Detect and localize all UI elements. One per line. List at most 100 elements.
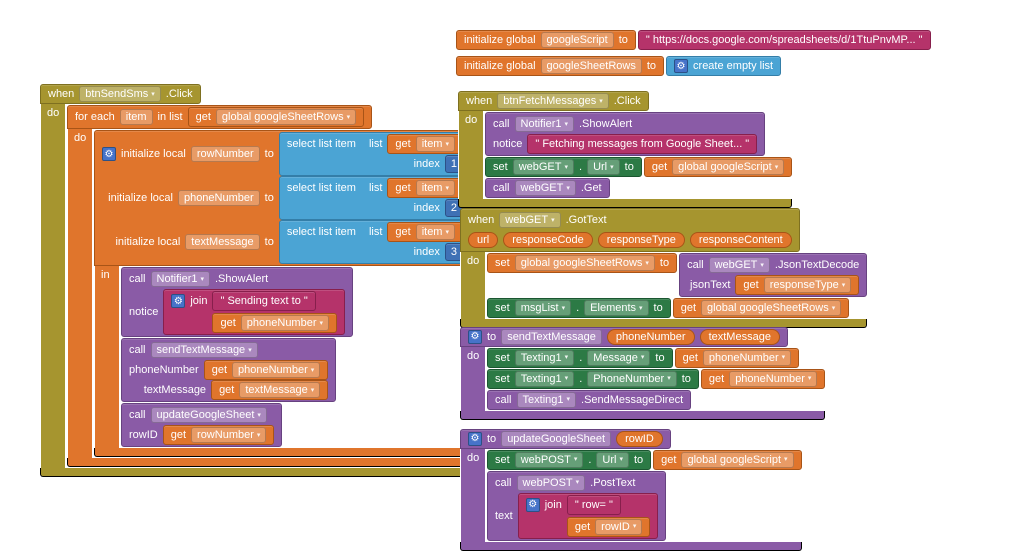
event-param-pill[interactable]: responseCode	[503, 232, 593, 248]
string-value[interactable]: " Sending text to "	[220, 295, 308, 307]
event-component-dropdown[interactable]: webGET ▾	[499, 212, 561, 228]
call-sendmessagedirect-block[interactable]: call Texting1 ▾ .SendMessageDirect	[487, 389, 692, 410]
var-dropdown[interactable]: rowID ▾	[595, 518, 643, 535]
proc-param-pill[interactable]: textMessage	[699, 328, 780, 345]
select-list-item-block-3[interactable]: select list item list get item ▾	[278, 220, 471, 264]
set-webpost-url-block[interactable]: set webPOST ▾ . Url ▾ to	[487, 449, 652, 470]
property-dropdown[interactable]: Url ▾	[587, 159, 620, 175]
when-btnsendsms-block[interactable]: when btnSendSms ▾ .Click do for each ite…	[40, 84, 479, 477]
var-dropdown[interactable]: responseType ▾	[763, 277, 852, 293]
proc-updategooglesheet-header[interactable]: ⚙ to updateGoogleSheet rowID	[460, 428, 671, 449]
global-script-name-field[interactable]: googleScript	[540, 32, 614, 48]
var-dropdown[interactable]: item ▾	[415, 180, 455, 196]
mutator-gear-icon[interactable]: ⚙	[525, 497, 540, 512]
event-component-dropdown[interactable]: btnSendSms ▾	[79, 86, 161, 102]
init-local-block[interactable]: ⚙ initialize local rowNumber to select l…	[94, 130, 479, 457]
var-dropdown[interactable]: global googleSheetRows ▾	[701, 300, 842, 316]
get-phonenumber-block[interactable]: get phoneNumber ▾	[203, 360, 329, 380]
component-dropdown[interactable]: Texting1 ▾	[514, 370, 575, 387]
var-dropdown[interactable]: phoneNumber ▾	[702, 349, 792, 366]
get-item-block[interactable]: get item ▾	[387, 222, 463, 242]
fetching-string-block[interactable]: " Fetching messages from Google Sheet...…	[527, 134, 758, 154]
var-dropdown[interactable]: rowNumber ▾	[191, 427, 267, 443]
init-global-googlesheetrows-block[interactable]: initialize global googleSheetRows to	[456, 56, 665, 76]
when-btnfetchmessages-header[interactable]: when btnFetchMessages ▾ .Click	[458, 91, 649, 111]
get-googlescript-block[interactable]: get global googleScript ▾	[653, 449, 802, 470]
mutator-gear-icon[interactable]: ⚙	[468, 329, 482, 344]
mutator-gear-icon[interactable]: ⚙	[102, 147, 116, 161]
when-webget-gottext-block[interactable]: when webGET ▾ .GotText url responseCode …	[460, 208, 868, 328]
when-webget-gottext-header[interactable]: when webGET ▾ .GotText url responseCode …	[460, 208, 800, 252]
var-dropdown[interactable]: item ▾	[415, 224, 455, 240]
var-dropdown[interactable]: phoneNumber ▾	[232, 362, 321, 378]
local-var-field[interactable]: textMessage	[185, 234, 260, 250]
join-block[interactable]: ⚙ join " Sending text to "	[163, 289, 346, 335]
call-posttext-block[interactable]: call webPOST ▾ .PostText text ⚙ join	[487, 470, 667, 541]
set-msglist-elements-block[interactable]: set msgList ▾ . Elements ▾ to	[487, 298, 671, 318]
get-phonenumber-block[interactable]: get phoneNumber ▾	[700, 368, 826, 389]
proc-param-pill[interactable]: phoneNumber	[606, 328, 695, 345]
call-showalert-block[interactable]: call Notifier1 ▾ .ShowAlert	[121, 267, 354, 337]
get-item-block[interactable]: get item ▾	[387, 134, 463, 154]
property-dropdown[interactable]: PhoneNumber ▾	[587, 370, 677, 387]
var-dropdown[interactable]: phoneNumber ▾	[240, 315, 330, 331]
component-dropdown[interactable]: msgList ▾	[514, 300, 572, 316]
set-texting-phonenumber-block[interactable]: set Texting1 ▾ . PhoneNumber ▾ to	[487, 368, 699, 389]
component-dropdown[interactable]: Notifier1 ▾	[514, 116, 574, 132]
var-dropdown[interactable]: phoneNumber ▾	[729, 370, 818, 387]
component-dropdown[interactable]: Notifier1 ▾	[150, 271, 210, 287]
procedure-name-field[interactable]: sendTextMessage	[501, 328, 602, 345]
for-each-block[interactable]: for each item in list get global googleS…	[67, 105, 479, 467]
when-btnfetchmessages-block[interactable]: when btnFetchMessages ▾ .Click do call N…	[458, 91, 793, 208]
component-dropdown[interactable]: webPOST ▾	[514, 451, 584, 468]
number-value[interactable]: 3	[450, 246, 457, 258]
component-dropdown[interactable]: webGET ▾	[708, 257, 770, 273]
var-dropdown[interactable]: textMessage ▾	[239, 382, 321, 398]
event-param-pill[interactable]: responseType	[597, 232, 685, 248]
get-item-block[interactable]: get item ▾	[387, 178, 463, 198]
get-googlesheetrows-block[interactable]: get global googleSheetRows ▾	[672, 298, 850, 318]
get-textmessage-block[interactable]: get textMessage ▾	[211, 380, 329, 400]
mutator-gear-icon[interactable]: ⚙	[674, 59, 689, 73]
get-responsetype-block[interactable]: get responseType ▾	[735, 275, 860, 295]
var-dropdown[interactable]: global googleScript ▾	[681, 451, 794, 468]
property-dropdown[interactable]: Url ▾	[596, 451, 629, 468]
googlescript-url-text-block[interactable]: " https://docs.google.com/spreadsheets/d…	[637, 30, 931, 50]
number-value[interactable]: 2	[450, 202, 457, 214]
var-dropdown[interactable]: global googleSheetRows ▾	[514, 255, 655, 271]
create-empty-list-block[interactable]: ⚙ create empty list	[666, 56, 782, 76]
call-sendtextmessage-block[interactable]: call sendTextMessage ▾ phone	[121, 338, 337, 402]
proc-updategooglesheet-block[interactable]: ⚙ to updateGoogleSheet rowID do set webP…	[460, 428, 802, 551]
component-dropdown[interactable]: webPOST ▾	[516, 474, 586, 491]
property-dropdown[interactable]: Elements ▾	[584, 300, 649, 316]
local-var-field[interactable]: phoneNumber	[177, 190, 260, 206]
call-jsontextdecode-block[interactable]: call webGET ▾ .JsonTextDecode jsonText g…	[679, 253, 868, 297]
event-param-pill[interactable]: responseContent	[689, 232, 792, 248]
get-rownumber-block[interactable]: get rowNumber ▾	[162, 425, 275, 445]
row-string-block[interactable]: " row= "	[566, 494, 621, 515]
set-global-rows-block[interactable]: set global googleSheetRows ▾ to	[487, 253, 678, 273]
var-dropdown[interactable]: item ▾	[415, 136, 455, 152]
get-phonenumber-block[interactable]: get phoneNumber ▾	[212, 313, 338, 333]
proc-sendtextmessage-block[interactable]: ⚙ to sendTextMessage phoneNumber textMes…	[460, 326, 826, 420]
component-dropdown[interactable]: webGET ▾	[512, 159, 574, 175]
procedure-dropdown[interactable]: updateGoogleSheet ▾	[150, 407, 267, 423]
var-dropdown[interactable]: global googleSheetRows ▾	[215, 109, 357, 125]
for-each-header[interactable]: for each item in list get global googleS…	[67, 105, 373, 129]
string-value[interactable]: " Fetching messages from Google Sheet...…	[535, 138, 750, 150]
var-dropdown[interactable]: global googleScript ▾	[672, 159, 785, 175]
number-value[interactable]: 1	[450, 158, 457, 170]
get-googlescript-block[interactable]: get global googleScript ▾	[643, 157, 793, 177]
join-block[interactable]: ⚙ join " row= " get rowID	[517, 492, 659, 539]
loop-var-field[interactable]: item	[119, 109, 153, 125]
get-phonenumber-block[interactable]: get phoneNumber ▾	[674, 347, 800, 368]
call-webget-get-block[interactable]: call webGET ▾ .Get	[485, 178, 610, 198]
get-googlesheetrows-block[interactable]: get global googleSheetRows ▾	[187, 107, 365, 127]
set-texting-message-block[interactable]: set Texting1 ▾ . Message ▾ to	[487, 347, 673, 368]
url-string-value[interactable]: " https://docs.google.com/spreadsheets/d…	[645, 34, 923, 46]
component-dropdown[interactable]: Texting1 ▾	[516, 391, 577, 408]
event-component-dropdown[interactable]: btnFetchMessages ▾	[497, 93, 609, 109]
procedure-name-field[interactable]: updateGoogleSheet	[501, 430, 612, 447]
local-var-field[interactable]: rowNumber	[190, 146, 260, 162]
component-dropdown[interactable]: Texting1 ▾	[514, 349, 575, 366]
